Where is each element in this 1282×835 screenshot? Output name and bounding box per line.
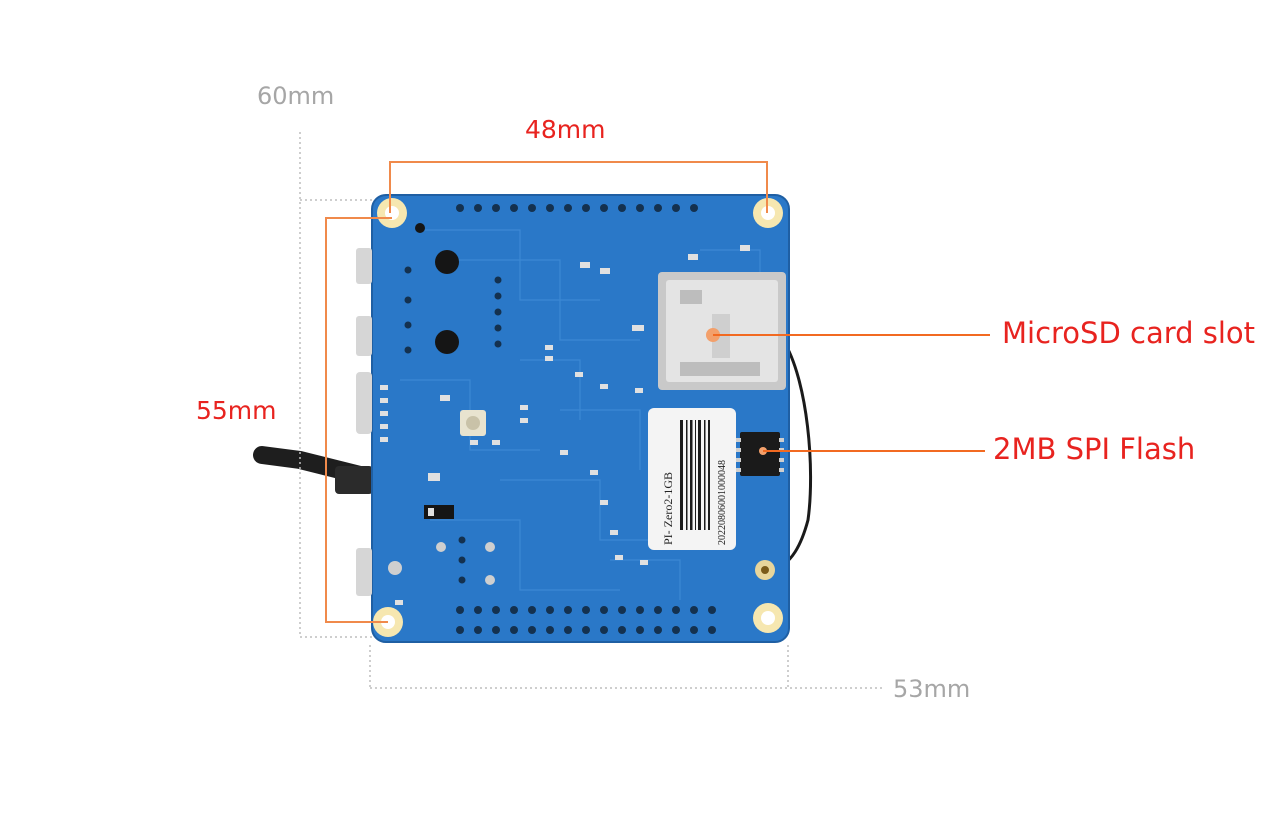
microsd-callout: MicroSD card slot <box>1002 316 1256 350</box>
switch-pads <box>388 223 495 585</box>
power-plug <box>335 466 373 494</box>
board-model: PI- Zero2-1GB <box>661 472 675 545</box>
side-connectors <box>356 248 372 596</box>
bottom-pin-rows <box>456 606 716 634</box>
microsd-slot <box>658 272 786 390</box>
board-serial: 20220806001000048 <box>717 460 728 545</box>
spi-flash-callout: 2MB SPI Flash <box>993 432 1196 466</box>
hole-dimension-brackets <box>325 161 768 623</box>
top-pin-row <box>456 204 698 212</box>
callout-lines <box>713 334 990 452</box>
antenna-cable <box>781 339 813 567</box>
spi-flash-chip <box>736 432 784 476</box>
label-sticker: PI- Zero2-1GB 20220806001000048 <box>648 408 736 550</box>
overall-dimension-lines <box>299 132 885 689</box>
overall-width-label: 53mm <box>893 675 971 703</box>
overall-height-label: 60mm <box>257 82 335 110</box>
hole-width-label: 48mm <box>525 115 606 144</box>
hole-height-label: 55mm <box>196 396 277 425</box>
